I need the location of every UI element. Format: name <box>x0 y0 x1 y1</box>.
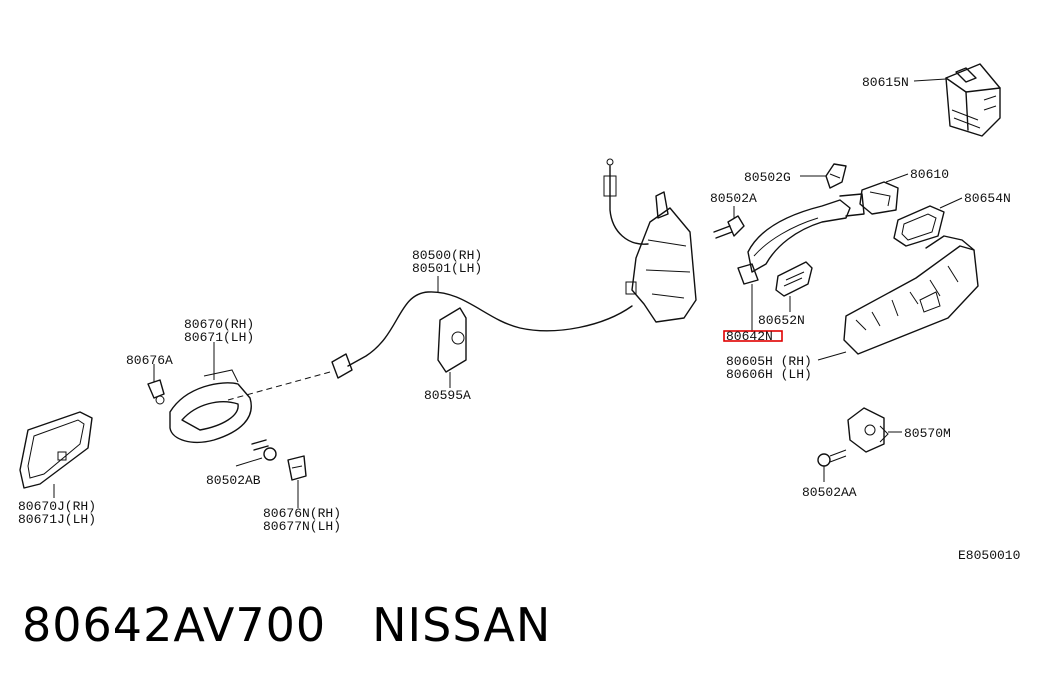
label-80676A: 80676A <box>126 353 173 368</box>
outside-handle <box>737 193 865 285</box>
bracket-80615N <box>945 63 1001 137</box>
clip-80676A <box>147 379 165 405</box>
label-80606H: 80606H (LH) <box>726 367 812 382</box>
escutcheon-80652N <box>775 261 813 297</box>
label-80615N: 80615N <box>862 75 909 90</box>
lock-rod <box>609 165 649 245</box>
clip-80502G <box>825 163 847 189</box>
label-80676N: 80676N(RH) <box>263 506 341 521</box>
label-80500: 80500(RH) <box>412 248 482 263</box>
label-80654N: 80654N <box>964 191 1011 206</box>
screw-80502AA <box>817 449 847 467</box>
label-80677N: 80677N(LH) <box>263 519 341 534</box>
label-80652N: 80652N <box>758 313 805 328</box>
label-80605H: 80605H (RH) <box>726 354 812 369</box>
label-80642N: 80642N <box>726 329 773 344</box>
part-number: 80642AV700 <box>22 598 327 652</box>
footer-caption: 80642AV700 NISSAN <box>22 598 551 652</box>
label-80502AA: 80502AA <box>802 485 857 500</box>
escutcheon-frame-80670J <box>19 411 93 489</box>
highlight-80642N <box>723 330 783 342</box>
door-cable <box>347 291 633 367</box>
label-80502G: 80502G <box>744 170 791 185</box>
label-80610: 80610 <box>910 167 949 182</box>
label-80502A: 80502A <box>710 191 757 206</box>
label-80501: 80501(LH) <box>412 261 482 276</box>
label-80671J: 80671J(LH) <box>18 512 96 527</box>
label-80570M: 80570M <box>904 426 951 441</box>
clip-80676N <box>287 455 307 481</box>
gasket-80654N <box>893 205 945 247</box>
brand-name: NISSAN <box>372 598 552 652</box>
screw-80502AB <box>251 439 277 461</box>
diagram-code: E8050010 <box>958 548 1020 563</box>
label-80502AB: 80502AB <box>206 473 261 488</box>
inside-handle <box>169 369 252 444</box>
label-80670J: 80670J(RH) <box>18 499 96 514</box>
handle-bracket-assembly <box>843 235 979 355</box>
clip-80595A <box>437 307 467 373</box>
label-80595A: 80595A <box>424 388 471 403</box>
striker-80570M <box>847 407 889 453</box>
label-80671: 80671(LH) <box>184 330 254 345</box>
screw-80502A <box>713 206 745 239</box>
door-lock-actuator <box>625 191 697 323</box>
label-80670: 80670(RH) <box>184 317 254 332</box>
cap-80610 <box>859 181 899 215</box>
